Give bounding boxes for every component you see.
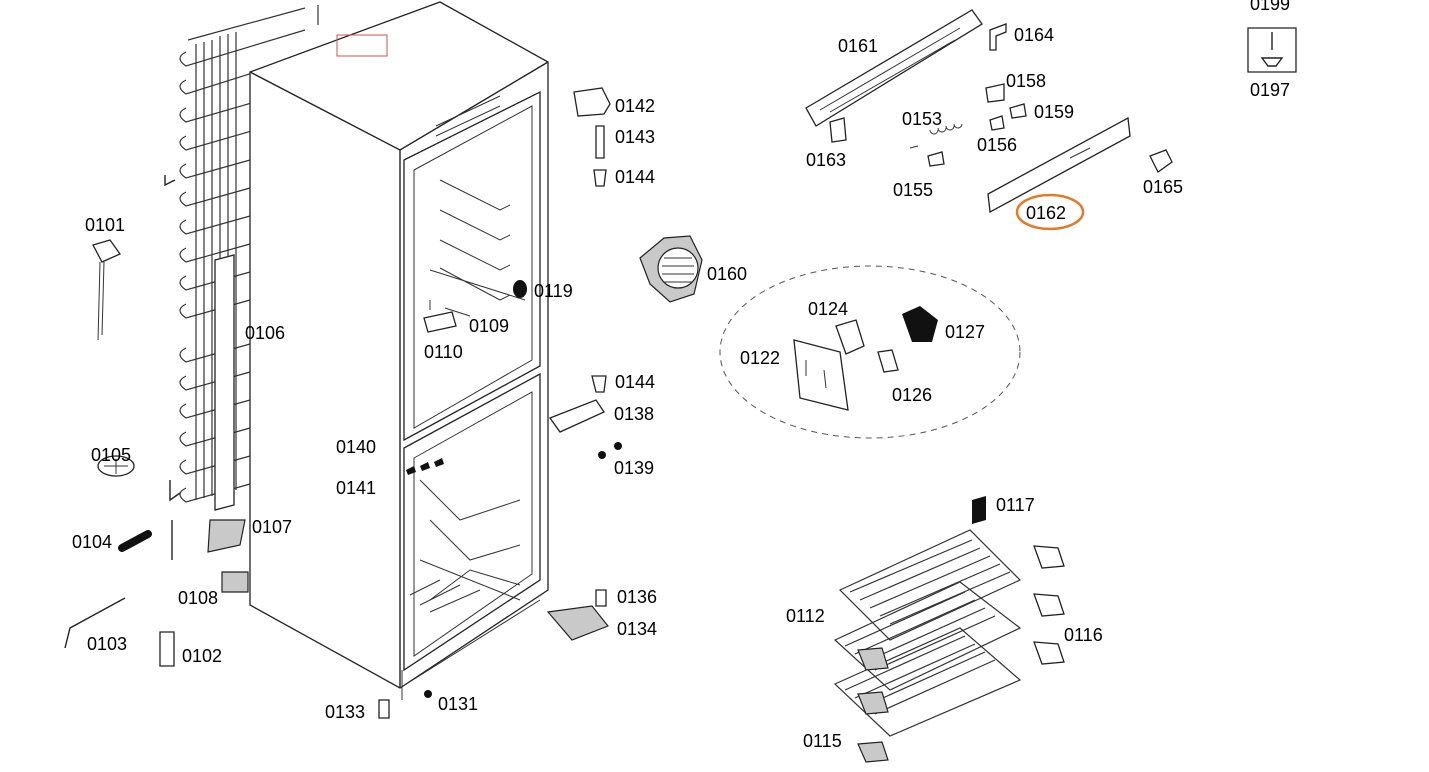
label-0139[interactable]: 0139 (614, 458, 655, 478)
label-0122[interactable]: 0122 (740, 348, 781, 368)
highlight-ring (1015, 193, 1085, 231)
label-0104[interactable]: 0104 (72, 532, 113, 552)
label-0127[interactable]: 0127 (945, 322, 986, 342)
label-0103[interactable]: 0103 (87, 634, 128, 654)
label-0140[interactable]: 0140 (336, 437, 377, 457)
label-0161[interactable]: 0161 (838, 36, 879, 56)
label-0116[interactable]: 0116 (1064, 625, 1103, 645)
label-0143[interactable]: 0143 (615, 127, 656, 147)
label-0101[interactable]: 0101 (85, 215, 126, 235)
left-parts (64, 239, 249, 667)
evaporator (833, 496, 1065, 763)
label-0160[interactable]: 0160 (707, 264, 748, 284)
fan-cover (639, 235, 703, 303)
label-0144-top[interactable]: 0144 (615, 167, 656, 187)
label-0142[interactable]: 0142 (615, 96, 656, 116)
label-0197[interactable]: 0197 (1250, 80, 1291, 100)
label-0136[interactable]: 0136 (617, 587, 658, 607)
label-0109[interactable]: 0109 (469, 316, 510, 336)
label-0117[interactable]: 0117 (996, 495, 1035, 515)
label-0108[interactable]: 0108 (178, 588, 219, 608)
label-0105[interactable]: 0105 (91, 445, 132, 465)
label-0107[interactable]: 0107 (252, 517, 293, 537)
refrigerator-cabinet (249, 1, 549, 700)
label-0199[interactable]: 0199 (1250, 0, 1291, 14)
label-0155[interactable]: 0155 (893, 180, 934, 200)
label-0126[interactable]: 0126 (892, 385, 933, 405)
label-0159[interactable]: 0159 (1034, 102, 1075, 122)
lamp-assembly (719, 265, 1021, 439)
label-0138[interactable]: 0138 (614, 404, 655, 424)
label-0124[interactable]: 0124 (808, 299, 849, 319)
label-0119[interactable]: 0119 (534, 281, 573, 301)
label-0131[interactable]: 0131 (438, 694, 479, 714)
condenser-coil (164, 5, 319, 560)
label-0165[interactable]: 0165 (1143, 177, 1184, 197)
label-0162[interactable]: 0162 (1026, 203, 1067, 223)
label-0115[interactable]: 0115 (803, 731, 842, 751)
label-0163[interactable]: 0163 (806, 150, 847, 170)
label-0112[interactable]: 0112 (786, 606, 825, 626)
hinge-parts (378, 87, 622, 719)
label-0106[interactable]: 0106 (245, 323, 286, 343)
label-0153[interactable]: 0153 (902, 109, 943, 129)
label-0164[interactable]: 0164 (1014, 25, 1055, 45)
label-0141[interactable]: 0141 (336, 478, 377, 498)
label-0133[interactable]: 0133 (325, 702, 366, 722)
label-0134[interactable]: 0134 (617, 619, 658, 639)
label-0110[interactable]: 0110 (424, 342, 463, 362)
control-panel (805, 9, 1297, 214)
label-0158[interactable]: 0158 (1006, 71, 1047, 91)
label-0102[interactable]: 0102 (182, 646, 223, 666)
label-0144-mid[interactable]: 0144 (615, 372, 656, 392)
label-0156[interactable]: 0156 (977, 135, 1018, 155)
